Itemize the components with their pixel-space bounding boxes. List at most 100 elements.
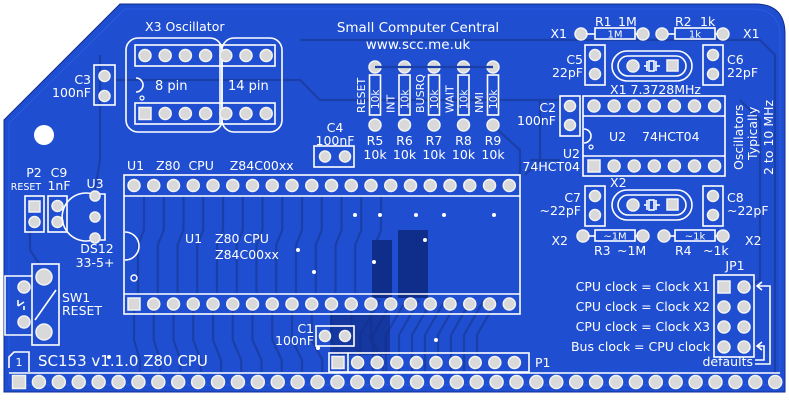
pad-square[interactable] <box>28 200 41 213</box>
copper-trace <box>294 196 304 294</box>
resistor-ref: R7 <box>426 133 443 148</box>
header-p1: P1 <box>328 352 551 373</box>
p2-ref: P2 <box>26 165 42 180</box>
resistor-value: 10k <box>452 147 476 162</box>
via <box>423 238 427 242</box>
copper-trace <box>334 196 343 294</box>
pad <box>219 106 233 121</box>
copper-trace <box>28 230 41 266</box>
c4-ref: C4 <box>327 120 344 135</box>
copper-trace <box>172 310 182 372</box>
edge-connector <box>11 374 783 390</box>
r3-body-value: ~1M <box>603 232 626 243</box>
pad <box>330 374 345 390</box>
jp1-option-1[interactable]: CPU clock = Clock X1 <box>576 279 710 294</box>
r4-value: ~1k <box>703 243 729 258</box>
jp1-option-2[interactable]: CPU clock = Clock X2 <box>576 299 710 314</box>
pullup-resistors: 10kRESETR510k10kINTR610k10kBUSRQR710k10k… <box>355 60 505 162</box>
jp1-option-3[interactable]: CPU clock = Clock X3 <box>576 319 710 334</box>
pad-square <box>666 59 679 72</box>
via <box>434 338 438 342</box>
pad <box>568 374 584 390</box>
u2-ref: U2 <box>563 146 580 161</box>
pad <box>71 374 86 390</box>
u1-ref: U1 <box>185 231 202 246</box>
copper-trace <box>93 55 102 191</box>
copper-trace <box>255 196 264 294</box>
via <box>378 213 382 217</box>
u3-ref: U3 <box>86 176 103 191</box>
pad <box>35 268 53 286</box>
oscillator-x3-14pin-label: 14 pin <box>228 79 269 94</box>
c9-ref: C9 <box>51 165 68 180</box>
pad <box>423 297 437 311</box>
pad <box>186 178 200 193</box>
c1-outline <box>315 325 355 347</box>
pad <box>350 355 365 370</box>
pad <box>226 297 240 311</box>
pad[interactable] <box>28 215 41 229</box>
pad <box>588 208 602 222</box>
pad <box>448 355 463 370</box>
pad <box>210 374 226 390</box>
pad <box>305 297 319 311</box>
resistor-body-value: 10k <box>488 89 500 109</box>
pad <box>127 178 141 193</box>
resistor-ref: R5 <box>367 133 384 148</box>
pad <box>717 340 731 354</box>
sw1-body-outline <box>4 275 32 336</box>
pad <box>245 297 260 311</box>
switch-sw1[interactable]: SW1 RESET <box>4 263 102 346</box>
via <box>414 213 418 217</box>
pad-square <box>717 280 731 294</box>
copper-traces <box>28 38 777 380</box>
pad <box>265 178 279 193</box>
pullup-signal: RESET <box>355 77 368 113</box>
u2-inner-label: U2 74HCT04 <box>609 129 700 144</box>
pad <box>728 374 743 390</box>
pad <box>344 297 358 311</box>
pad <box>338 329 352 343</box>
pad <box>423 178 437 193</box>
crystal-icon <box>644 60 660 72</box>
pad <box>403 297 418 311</box>
pad <box>706 189 720 203</box>
jp1-defaults-label: defaults <box>703 354 754 369</box>
r4-body-value: ~1k <box>685 232 706 243</box>
pad <box>186 297 200 311</box>
pad <box>384 178 398 193</box>
pad <box>131 374 146 390</box>
pad <box>51 199 64 213</box>
pad <box>384 297 398 311</box>
resistor-value: 10k <box>481 147 505 162</box>
copper-trace <box>739 99 762 286</box>
pad <box>259 106 273 121</box>
copper-pour <box>398 230 428 298</box>
pad <box>737 320 751 334</box>
pad <box>706 48 720 62</box>
pad <box>463 178 477 193</box>
crystal-x1-label: X1 7.3728MHz <box>610 82 701 97</box>
capacitor-c1: C1 100nF <box>275 321 355 348</box>
copper-trace <box>497 129 522 175</box>
c1-ref: C1 <box>297 321 314 336</box>
pad <box>463 297 477 311</box>
pad <box>285 297 299 311</box>
sw1-function: RESET <box>62 303 102 318</box>
pad <box>324 297 339 311</box>
pad <box>178 106 193 121</box>
resistor-body <box>368 74 382 116</box>
copper-trace <box>231 310 243 372</box>
pin1-notch <box>583 128 592 144</box>
oscillator-x3-8pin-label: 8 pin <box>155 79 188 94</box>
jp1-option-4[interactable]: Bus clock = CPU clock <box>571 339 711 354</box>
pad <box>270 374 285 390</box>
pad <box>449 374 465 390</box>
resistor-ref: R9 <box>485 133 502 148</box>
c9-outline <box>47 195 68 233</box>
side-note-line3: 2 to 10 MHz <box>761 99 776 175</box>
u1-variant: Z84C00xx <box>215 247 279 262</box>
c5-value: 22pF <box>552 65 583 80</box>
